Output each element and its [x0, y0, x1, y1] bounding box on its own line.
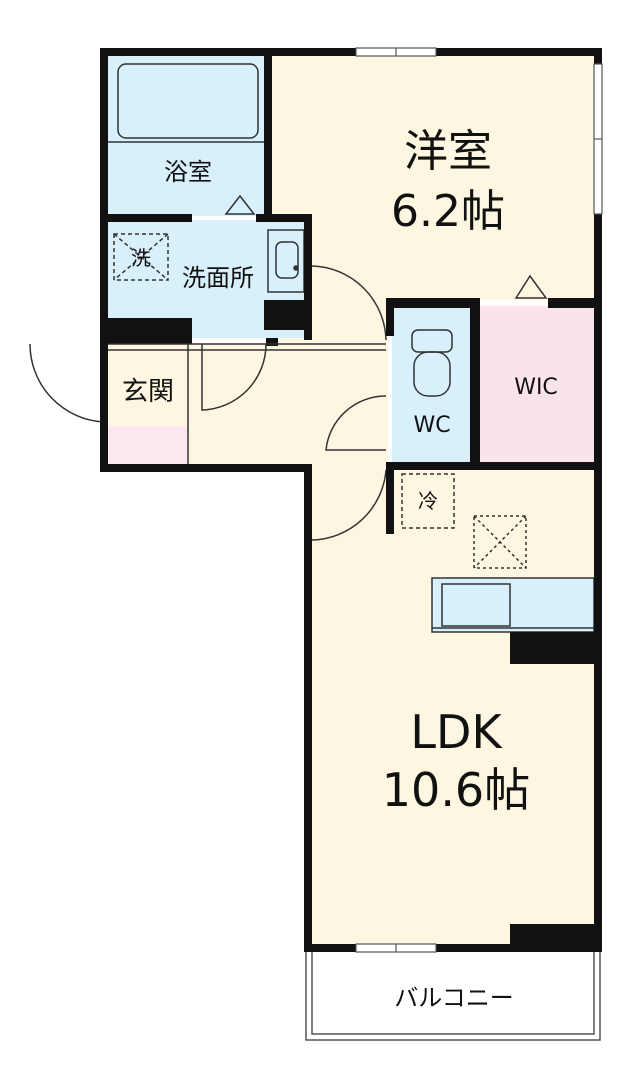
wash-basin-bowl [275, 241, 299, 279]
washroom-name: 洗面所 [182, 264, 254, 292]
wall-wc-top [386, 298, 478, 308]
wall-ldk-left [304, 464, 312, 952]
washer-pan-diag-2 [113, 233, 169, 281]
room-labels: 洋室 6.2帖 LDK 10.6帖 浴室 洗面所 洗 玄関 WC WIC 冷 バ… [122, 126, 558, 1012]
washer-label: 洗 [131, 246, 151, 270]
wall-ldk-partition [386, 470, 394, 534]
closet-name: WIC [514, 375, 558, 400]
ldk-floor [312, 464, 594, 946]
windows [355, 47, 603, 953]
ldk-door-swing [311, 469, 387, 541]
wall-top-left [100, 48, 356, 56]
bathroom-floor [108, 56, 268, 216]
wall-kitchen-block [510, 632, 594, 664]
washer-pan [113, 233, 169, 281]
ldk-size: 10.6帖 [382, 763, 530, 817]
washroom-door-swing [201, 343, 267, 411]
ldk-name: LDK [410, 705, 503, 759]
western-room-door-swing [311, 265, 387, 341]
wall-entrance-bottom [100, 464, 312, 472]
wall-ldk-bottom [304, 944, 356, 952]
western-room-name: 洋室 [404, 126, 492, 177]
wall-wash-bottom-right [266, 338, 278, 346]
wall-wc-left [386, 298, 394, 336]
balcony-name: バルコニー [394, 984, 514, 1012]
wall-wc-right [470, 298, 480, 470]
fridge-space [401, 473, 455, 529]
wall-left-block [100, 318, 192, 344]
wall-ldk-corner-block [510, 924, 602, 952]
entrance-tile [108, 426, 188, 464]
toilet-floor [392, 306, 472, 462]
wall-bath-right [264, 56, 272, 222]
range-hood-diag-2 [473, 515, 527, 569]
entrance-name: 玄関 [122, 377, 174, 407]
bathroom-name: 浴室 [164, 158, 212, 186]
toilet-door-swing [325, 395, 387, 451]
wall-wc-bottom [386, 462, 602, 470]
wall-closet-top [548, 298, 602, 308]
wall-left [100, 48, 108, 472]
wall-right-top [594, 48, 602, 64]
toilet-bowl [413, 351, 451, 397]
partitions [108, 343, 386, 464]
fridge-label: 冷 [418, 489, 438, 513]
walls [100, 48, 602, 952]
wash-basin-drain [293, 265, 299, 271]
bathroom-door-marker [224, 194, 256, 215]
wall-top-right [436, 48, 602, 56]
fixtures [108, 63, 595, 633]
western-room-size: 6.2帖 [391, 186, 505, 237]
wall-right-mid [594, 214, 602, 898]
wall-wash-block [264, 300, 312, 330]
closet-floor [478, 306, 594, 462]
wall-bath-bottom-right [256, 214, 312, 222]
toilet-name: WC [413, 413, 450, 438]
wall-wash-right [304, 214, 312, 340]
kitchen-sink [441, 583, 511, 627]
bathtub [117, 63, 259, 139]
front-door-swing [29, 343, 105, 423]
door-swings [29, 265, 387, 541]
floor-fills [108, 56, 594, 946]
range-hood [473, 515, 527, 569]
closet-door-marker [514, 274, 548, 299]
wall-bath-bottom [108, 214, 192, 222]
western-room-floor [268, 56, 594, 300]
